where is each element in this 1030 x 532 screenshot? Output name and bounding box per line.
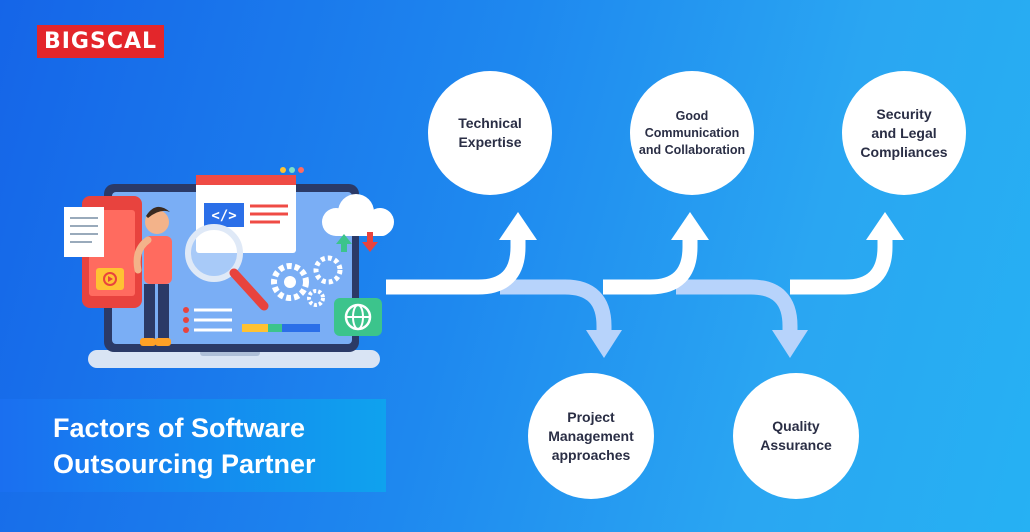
path-to-technical-expertise — [386, 232, 526, 295]
page-title: Factors of Software Outsourcing Partner — [53, 410, 373, 482]
node-text-line: Compliances — [860, 143, 948, 160]
title-band — [0, 399, 386, 492]
branch-to-project-management — [500, 279, 612, 340]
node-security-legal: Security and Legal Compliances — [842, 71, 966, 195]
node-project-management: Project Management approaches — [528, 373, 654, 499]
node-text-line: Management — [548, 427, 634, 444]
node-technical-expertise: Technical Expertise — [428, 71, 552, 195]
node-text-line: Good — [675, 108, 709, 123]
node-text-line: Quality — [772, 418, 820, 434]
cloud-icon — [322, 194, 394, 236]
node-quality-assurance: Quality Assurance — [733, 373, 859, 499]
path-to-communication — [603, 232, 698, 295]
node-text-line: Project — [567, 408, 615, 425]
node-text-line: approaches — [551, 446, 631, 463]
bigscal-logo: BIGSCAL — [37, 25, 164, 58]
code-window — [196, 175, 296, 253]
code-tag-text: </> — [211, 208, 236, 224]
laptop-base — [88, 350, 380, 368]
person — [145, 210, 169, 234]
branch-to-quality-assurance — [676, 279, 798, 340]
node-text-line: and Legal — [871, 124, 937, 141]
node-text-line: and Collaboration — [638, 142, 746, 157]
node-text-line: Security — [876, 105, 932, 122]
title-line-2: Outsourcing Partner — [53, 449, 316, 479]
node-text-line: Communication — [644, 125, 740, 140]
gear-icon — [271, 263, 309, 301]
document-icon — [64, 207, 104, 257]
path-to-security — [790, 232, 893, 295]
node-good-communication: Good Communication and Collaboration — [630, 71, 754, 195]
node-text-line: Expertise — [458, 134, 522, 150]
node-text-line: Assurance — [760, 437, 832, 453]
magnifier-icon — [185, 224, 243, 282]
title-line-1: Factors of Software — [53, 413, 306, 443]
node-text-line: Technical — [458, 115, 522, 131]
